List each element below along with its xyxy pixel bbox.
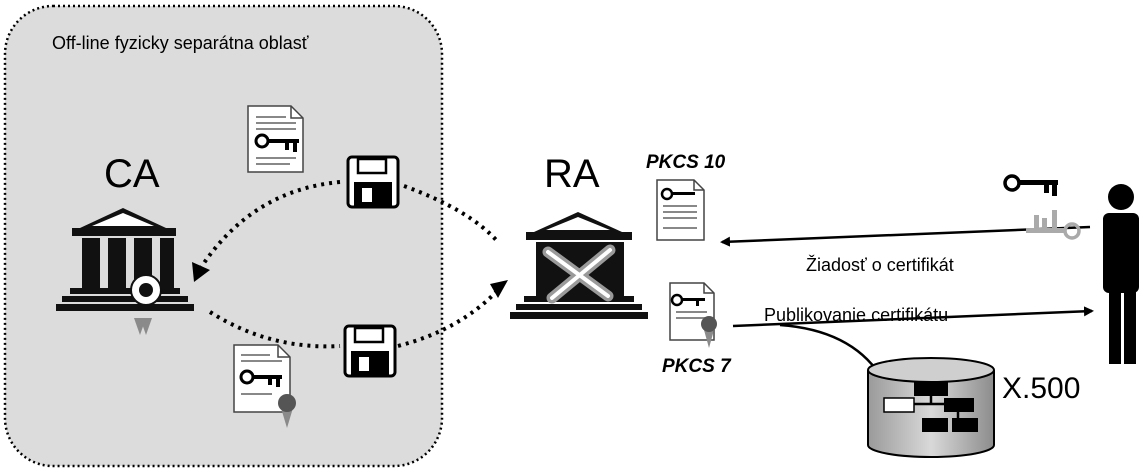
x500-directory-icon [867, 357, 995, 458]
arrow-ra-to-ca [196, 180, 341, 274]
ra-building-icon [510, 212, 648, 319]
ca-label: CA [104, 152, 160, 196]
signed-certificate-icon [669, 282, 717, 348]
arrow-head-icon [192, 262, 210, 282]
floppy-disk-icon [343, 324, 397, 378]
person-icon [1103, 184, 1139, 364]
publish-to-directory-arrow [779, 323, 882, 377]
ca-building-icon [56, 208, 194, 335]
pkcs7-label: PKCS 7 [662, 356, 732, 377]
pkcs10-label: PKCS 10 [646, 152, 726, 173]
signed-certificate-icon [233, 344, 296, 428]
arrow-disk-to-ra [397, 288, 500, 348]
publish-arrow [732, 306, 1094, 328]
ra-label: RA [544, 152, 600, 196]
directory-label: X.500 [1002, 372, 1080, 405]
key-document-icon [247, 105, 304, 173]
floppy-disk-icon [346, 155, 400, 209]
publish-label: Publikovanie certifikátu [764, 305, 948, 325]
request-label: Žiadosť o certifikát [806, 255, 954, 275]
key-pair-icon [1003, 174, 1081, 240]
certificate-request-icon [656, 179, 705, 241]
arrow-ca-to-disk [208, 310, 341, 349]
offline-area-label: Off-line fyzicky separátna oblasť [52, 33, 309, 53]
arrow-head-icon [490, 280, 508, 298]
